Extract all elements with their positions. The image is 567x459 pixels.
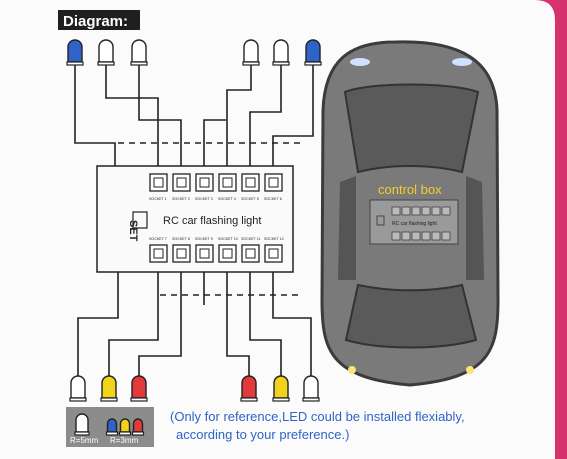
legend-3mm-yellow-icon: [118, 418, 132, 436]
car-taillight-left: [348, 366, 356, 374]
socket-top-label: SOCKET 1: [149, 197, 167, 201]
socket-top-label: SOCKET 6: [264, 197, 282, 201]
legend-bulbs: [74, 413, 145, 436]
mini-socket: [401, 231, 411, 241]
mini-socket: [421, 231, 431, 241]
socket-top-5: SOCKET 5: [241, 173, 260, 201]
mini-switch-icon: [376, 215, 385, 226]
socket-top-6: SOCKET 6: [264, 173, 283, 201]
header-tag: [58, 10, 140, 30]
socket-bottom-4: SOCKET 10: [218, 237, 238, 263]
socket-bottom-label: SOCKET 9: [195, 237, 213, 241]
socket-bottom-label: SOCKET 8: [172, 237, 190, 241]
led-top-4-icon: [242, 39, 260, 66]
socket-bottom-label: SOCKET 10: [218, 237, 238, 241]
legend-3mm-blue-icon: [105, 418, 119, 436]
mini-socket: [411, 206, 421, 216]
header-title: Diagram:: [63, 13, 128, 30]
socket-bottom-6: SOCKET 12: [264, 237, 284, 263]
socket-top-label: SOCKET 5: [241, 197, 259, 201]
led-bottom-1-icon: [69, 375, 87, 402]
control-box: SOCKET 1 SOCKET 2 SOCKET 3 SOCKET 4 SOCKET 5…: [96, 165, 294, 273]
led-top-2-icon: [97, 39, 115, 66]
socket-bottom-2: SOCKET 8: [172, 237, 191, 263]
mini-socket: [401, 206, 411, 216]
brand-logo: SET: [127, 220, 139, 242]
led-bottom-5-icon: [272, 375, 290, 402]
note-line-2: according to your preference.): [176, 427, 349, 442]
switch-button-icon: [132, 211, 148, 229]
socket-top-2: SOCKET 2: [172, 173, 191, 201]
control-box-outline: [96, 165, 294, 273]
mini-socket: [431, 231, 441, 241]
led-top-6-icon: [304, 39, 322, 66]
mini-socket: [441, 231, 451, 241]
legend-5mm-bulb-icon: [74, 413, 90, 436]
mini-socket: [431, 206, 441, 216]
led-bottom-3-icon: [130, 375, 148, 402]
socket-top-label: SOCKET 2: [172, 197, 190, 201]
mini-socket: [391, 206, 401, 216]
car-illustration: control box RC car flashing light: [320, 40, 500, 387]
legend-3mm-label: R=3mm: [110, 436, 139, 445]
socket-bottom-1: SOCKET 7: [149, 237, 168, 263]
socket-top-4: SOCKET 4: [218, 173, 237, 201]
led-top-3-icon: [130, 39, 148, 66]
car-windshield: [343, 83, 480, 174]
car-right-window: [466, 176, 484, 280]
socket-bottom-label: SOCKET 11: [241, 237, 260, 241]
socket-bottom-label: SOCKET 12: [264, 237, 284, 241]
note-line-1: (Only for reference,LED could be install…: [170, 409, 465, 424]
car-rear-window: [344, 283, 478, 349]
socket-bottom-5: SOCKET 11: [241, 237, 260, 263]
socket-top-label: SOCKET 4: [218, 197, 236, 201]
led-bottom-6-icon: [302, 375, 320, 402]
led-row-bottom: [69, 375, 320, 402]
car-headlight-right: [452, 58, 472, 66]
mini-socket: [411, 231, 421, 241]
legend-3mm-red-icon: [131, 418, 145, 436]
led-bottom-2-icon: [100, 375, 118, 402]
socket-row-top: SOCKET 1 SOCKET 2 SOCKET 3 SOCKET 4 SOCKET 5…: [149, 173, 283, 201]
mini-socket-rows: [376, 206, 451, 241]
mini-socket: [391, 231, 401, 241]
car-mini-title: RC car flashing light: [392, 221, 437, 227]
car-control-box-label: control box: [378, 182, 442, 197]
car-left-window: [338, 176, 356, 280]
car-headlight-left: [350, 58, 370, 66]
led-top-1-icon: [66, 39, 84, 66]
socket-bottom-label: SOCKET 7: [149, 237, 167, 241]
led-row-top: [66, 39, 322, 66]
socket-top-1: SOCKET 1: [149, 173, 168, 201]
socket-top-3: SOCKET 3: [195, 173, 214, 201]
car-taillight-right: [466, 366, 474, 374]
module-title: RC car flashing light: [163, 215, 261, 227]
socket-top-label: SOCKET 3: [195, 197, 213, 201]
led-top-5-icon: [272, 39, 290, 66]
led-bottom-4-icon: [240, 375, 258, 402]
wiring: [74, 65, 314, 376]
socket-bottom-3: SOCKET 9: [195, 237, 214, 263]
legend-5mm-label: R=5mm: [70, 436, 99, 445]
mini-socket: [421, 206, 431, 216]
led-size-legend: R=5mm R=3mm: [66, 407, 154, 447]
mini-socket: [441, 206, 451, 216]
